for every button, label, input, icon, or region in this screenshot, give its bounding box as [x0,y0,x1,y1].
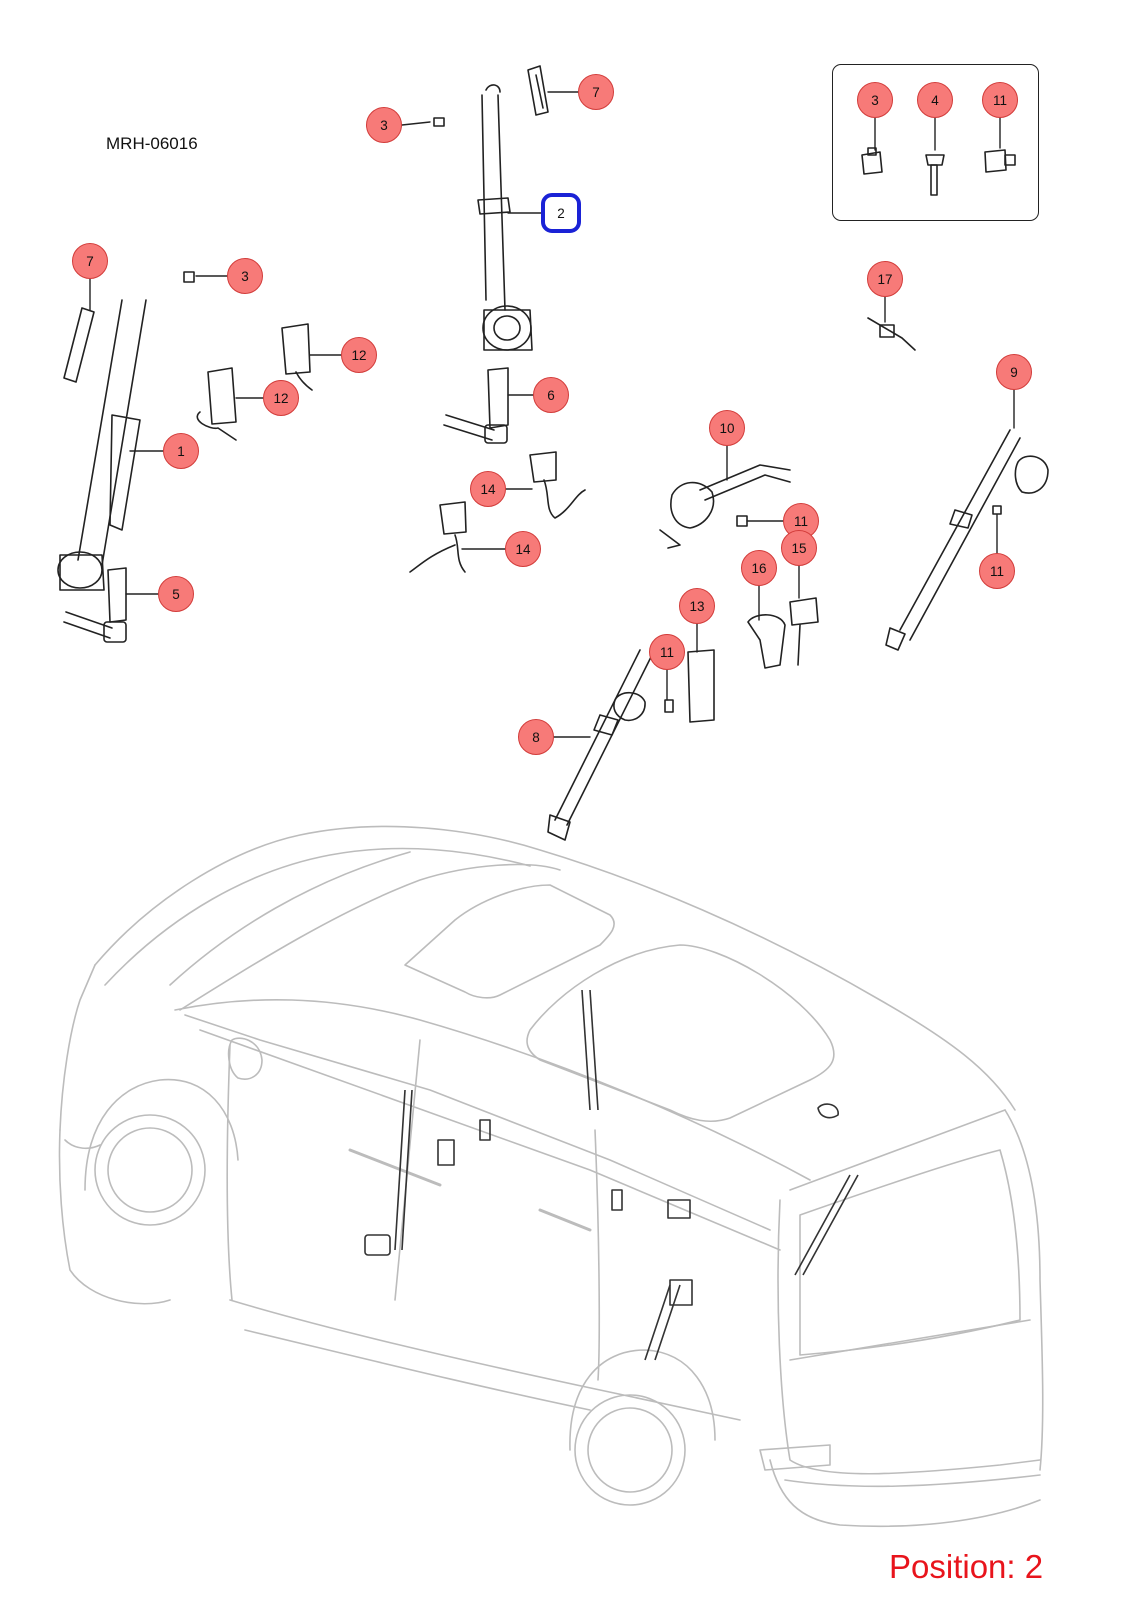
callout-5[interactable]: 5 [158,576,194,612]
callout-6[interactable]: 6 [533,377,569,413]
callout-14-upper[interactable]: 14 [470,471,506,507]
callout-16[interactable]: 16 [741,550,777,586]
callout-14-lower[interactable]: 14 [505,531,541,567]
parts-line-art [57,65,1049,841]
callout-9[interactable]: 9 [996,354,1032,390]
callout-3-kit[interactable]: 3 [857,82,893,118]
callout-11-center[interactable]: 11 [649,634,685,670]
position-indicator: Position: 2 [889,1548,1044,1585]
callout-4-kit[interactable]: 4 [917,82,953,118]
diagram-code: MRH-06016 [106,134,198,153]
callout-11-kit[interactable]: 11 [982,82,1018,118]
leader-lines [89,91,1015,738]
callout-1[interactable]: 1 [163,433,199,469]
callout-12-lower[interactable]: 12 [263,380,299,416]
vehicle-installed-parts [364,989,859,1361]
callout-12-upper[interactable]: 12 [341,337,377,373]
callout-13[interactable]: 13 [679,588,715,624]
fastener-kit-box [832,64,1039,221]
callout-7-left[interactable]: 7 [72,243,108,279]
callout-17[interactable]: 17 [867,261,903,297]
callout-3-left[interactable]: 3 [227,258,263,294]
callout-7[interactable]: 7 [578,74,614,110]
callout-11-far-right[interactable]: 11 [979,553,1015,589]
callout-10[interactable]: 10 [709,410,745,446]
callout-15[interactable]: 15 [781,530,817,566]
callout-8[interactable]: 8 [518,719,554,755]
vehicle-outline [58,825,1044,1528]
callout-2[interactable]: 2 [543,195,579,231]
callout-3[interactable]: 3 [366,107,402,143]
